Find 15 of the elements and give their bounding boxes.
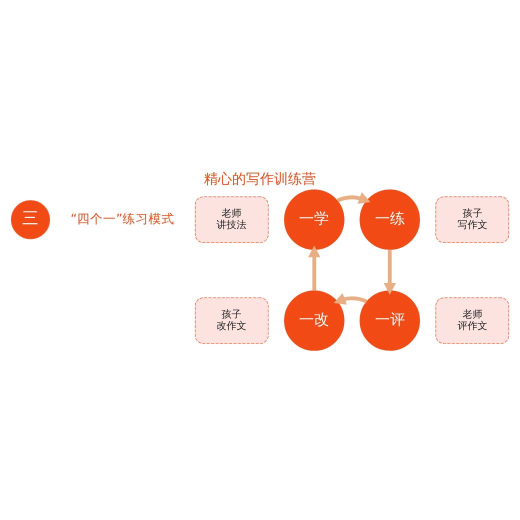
label: “四个一”练习模式 bbox=[70, 210, 175, 226]
node-circle: 一学 bbox=[284, 190, 344, 250]
node-circle: 一练 bbox=[360, 190, 420, 250]
arrow bbox=[308, 246, 320, 291]
label: 三 bbox=[22, 208, 39, 228]
node-box: 老师 讲技法 bbox=[194, 196, 269, 243]
node-box: 孩子 改作文 bbox=[194, 297, 269, 344]
arrow bbox=[384, 250, 396, 295]
diagram-title: 精心的写作训练营 bbox=[204, 171, 316, 188]
node-circle: 一改 bbox=[284, 290, 344, 351]
arrow bbox=[334, 293, 368, 305]
arrow bbox=[336, 192, 371, 204]
node-box: 孩子 写作文 bbox=[436, 196, 510, 243]
node-circle: 一评 bbox=[360, 290, 420, 351]
node-box: 老师 评作文 bbox=[436, 297, 510, 344]
